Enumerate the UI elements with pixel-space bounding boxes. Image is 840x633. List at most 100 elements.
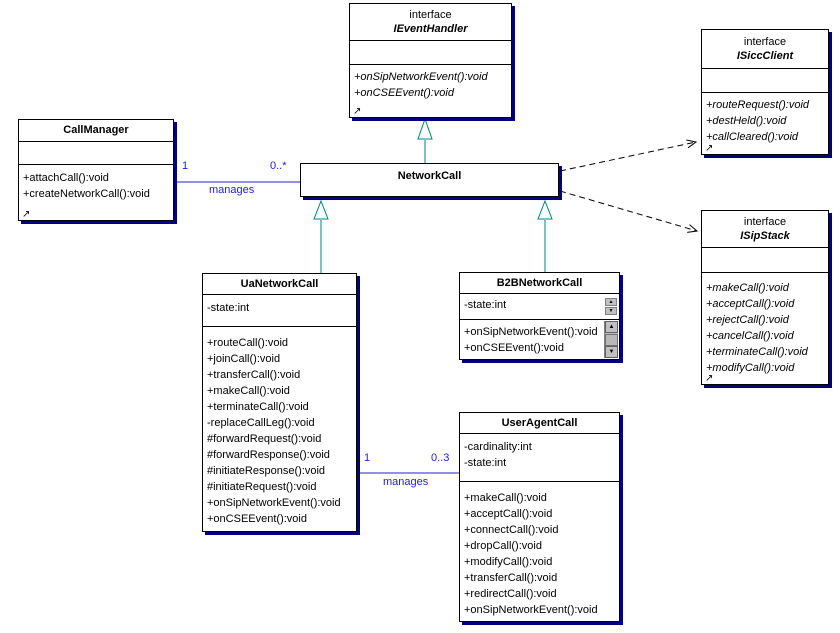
class-name: CallManager [63,124,129,136]
method-item: +joinCall():void [207,353,281,365]
class-name: NetworkCall [397,170,462,182]
title-compartment: interface IEventHandler [350,4,511,40]
generalization-triangle-icon [537,199,553,220]
method-item: +makeCall():void [706,282,789,294]
interface-box-isiccclient[interactable]: interface ISiccClient +routeRequest():vo… [701,29,829,155]
multiplicity-label: 1 [364,452,371,464]
methods-compartment: +makeCall():void +acceptCall():void +con… [460,481,619,621]
attributes-compartment: -state:int ▲ ▼ [460,293,619,319]
method-item: +onSipNetworkEvent():void [354,71,488,83]
method-item: +acceptCall():void [706,298,795,310]
overflow-arrow-icon: ↗ [705,143,714,154]
method-item: #forwardResponse():void [207,449,330,461]
title-compartment: UserAgentCall [460,413,619,433]
method-item: +callCleared():void [706,131,799,143]
class-name: UaNetworkCall [240,277,319,290]
class-name: B2BNetworkCall [496,276,583,289]
stereotype-label: interface [743,35,787,48]
attributes-compartment [702,247,828,272]
attributes-compartment [702,68,828,92]
dependency-networkcall-siccclient [559,139,698,172]
class-name: UserAgentCall [501,416,578,429]
scrollbar-thumb[interactable] [605,334,618,346]
title-compartment: NetworkCall [301,164,558,196]
method-item: +redirectCall():void [464,588,557,600]
class-box-b2bnetworkcall[interactable]: B2BNetworkCall -state:int ▲ ▼ +onSipNetw… [459,272,620,360]
dependency-networkcall-sipstack [559,190,699,233]
method-item: +onCSEEvent():void [354,87,454,99]
association-name-label: manages [383,476,429,488]
method-item: +cancelCall():void [706,330,794,342]
class-box-useragentcall[interactable]: UserAgentCall -cardinality:int -state:in… [459,412,620,622]
method-item: #forwardRequest():void [207,433,322,445]
generalization-triangle-icon [313,199,329,220]
method-item: +dropCall():void [464,540,542,552]
methods-compartment: +routeCall():void +joinCall():void +tran… [203,326,356,531]
scroll-up-button[interactable]: ▲ [605,321,618,333]
interface-name: ISipStack [740,229,790,242]
method-item: +routeCall():void [207,337,289,349]
attribute-item: -state:int [464,299,507,311]
interface-name: IEventHandler [393,22,468,35]
attribute-item: -state:int [207,302,250,314]
method-item: +createNetworkCall():void [23,188,150,200]
method-item: +onSipNetworkEvent():void [464,326,598,338]
attributes-compartment: -state:int [203,294,356,326]
method-item: +rejectCall():void [706,314,789,326]
method-item: +onCSEEvent():void [464,342,564,354]
spin-down-button[interactable]: ▼ [605,307,617,315]
method-item: +onCSEEvent():void [207,513,307,525]
generalization-triangle-icon [417,117,433,140]
methods-compartment: +makeCall():void +acceptCall():void +rej… [702,272,828,384]
scroll-down-button[interactable]: ▼ [605,346,618,358]
method-item: +attachCall():void [23,172,109,184]
title-compartment: UaNetworkCall [203,274,356,294]
class-box-networkcall[interactable]: NetworkCall [300,163,559,197]
methods-scrollbar[interactable]: ▲ ▼ [604,321,618,358]
method-item: -replaceCallLeg():void [207,417,315,429]
methods-compartment: +onSipNetworkEvent():void +onCSEEvent():… [460,319,619,359]
method-item: +modifyCall():void [464,556,553,568]
attribute-item: -cardinality:int [464,441,532,453]
method-item: +makeCall():void [207,385,290,397]
methods-compartment: +onSipNetworkEvent():void +onCSEEvent():… [350,64,511,117]
multiplicity-label: 0..3 [431,452,450,464]
title-compartment: CallManager [19,120,173,141]
spinner-control[interactable]: ▲ ▼ [605,298,617,316]
method-item: +makeCall():void [464,492,547,504]
method-item: #initiateRequest():void [207,481,317,493]
interface-box-ieventhandler[interactable]: interface IEventHandler +onSipNetworkEve… [349,3,512,118]
methods-compartment: +routeRequest():void +destHeld():void +c… [702,92,828,154]
stereotype-label: interface [743,215,787,228]
method-item: +onSipNetworkEvent():void [207,497,341,509]
stereotype-label: interface [409,8,452,21]
attributes-compartment [19,141,173,164]
overflow-arrow-icon: ↗ [353,106,362,117]
title-compartment: interface ISiccClient [702,30,828,68]
method-item: +acceptCall():void [464,508,553,520]
method-item: +transferCall():void [207,369,301,381]
interface-name: ISiccClient [736,49,794,62]
title-compartment: B2BNetworkCall [460,273,619,293]
method-item: +routeRequest():void [706,99,810,111]
multiplicity-label: 1 [182,160,189,172]
method-item: +connectCall():void [464,524,559,536]
method-item: +modifyCall():void [706,362,795,374]
attribute-item: -state:int [464,457,507,469]
spin-up-button[interactable]: ▲ [605,298,617,306]
method-item: +destHeld():void [706,115,787,127]
overflow-arrow-icon: ↗ [705,373,714,384]
overflow-arrow-icon: ↗ [22,209,31,220]
method-item: +transferCall():void [464,572,558,584]
interface-box-isipstack[interactable]: interface ISipStack +makeCall():void +ac… [701,210,829,385]
attributes-compartment [350,40,511,64]
multiplicity-label: 0..* [270,160,287,172]
attributes-compartment: -cardinality:int -state:int [460,433,619,481]
method-item: +terminateCall():void [207,401,309,413]
method-item: +onSipNetworkEvent():void [464,604,598,616]
class-box-callmanager[interactable]: CallManager +attachCall():void +createNe… [18,119,174,221]
class-box-uanetworkcall[interactable]: UaNetworkCall -state:int +routeCall():vo… [202,273,357,532]
methods-compartment: +attachCall():void +createNetworkCall():… [19,164,173,220]
method-item: +terminateCall():void [706,346,808,358]
